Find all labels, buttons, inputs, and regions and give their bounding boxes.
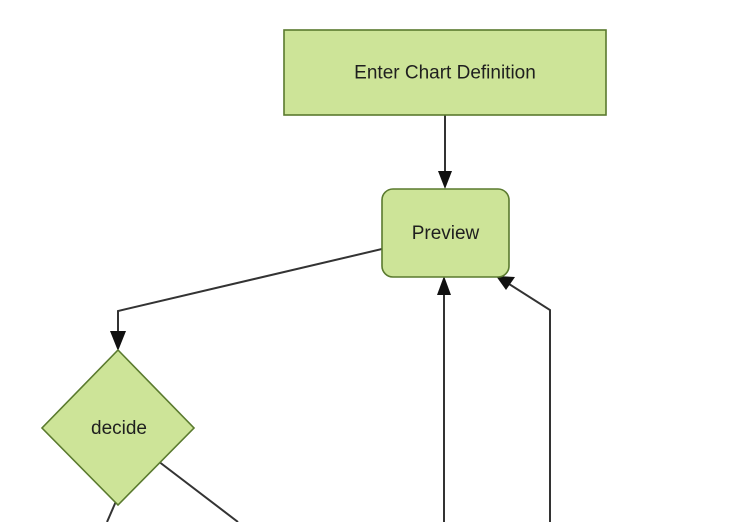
node-decide-label: decide — [91, 418, 147, 439]
node-decide[interactable]: decide — [40, 348, 196, 507]
edge-bottom-center-to-preview-arrowhead — [437, 276, 451, 295]
edge-bottom-right-to-preview-arrowhead — [496, 276, 515, 290]
node-preview[interactable]: Preview — [381, 188, 510, 278]
node-decide-shape[interactable] — [40, 348, 196, 507]
edge-preview-to-decide — [110, 248, 383, 351]
edge-preview-to-decide-line — [117, 248, 383, 340]
node-preview-label: Preview — [412, 223, 480, 244]
edge-enter-to-preview — [438, 115, 452, 189]
edge-bottom-right-to-preview-line — [505, 281, 551, 522]
node-enter-chart-definition-shape[interactable] — [283, 29, 607, 116]
node-enter-chart-definition[interactable]: Enter Chart Definition — [283, 29, 607, 116]
edge-decide-to-bottom-right — [157, 460, 239, 522]
node-preview-shape[interactable] — [381, 188, 510, 278]
edge-decide-to-bottom-right-line — [157, 460, 239, 522]
edge-preview-to-decide-arrowhead — [110, 331, 126, 351]
edge-bottom-center-to-preview — [437, 276, 451, 522]
edge-enter-to-preview-arrowhead — [438, 171, 452, 189]
node-enter-chart-definition-label: Enter Chart Definition — [354, 63, 536, 84]
edge-bottom-right-to-preview — [496, 276, 551, 522]
